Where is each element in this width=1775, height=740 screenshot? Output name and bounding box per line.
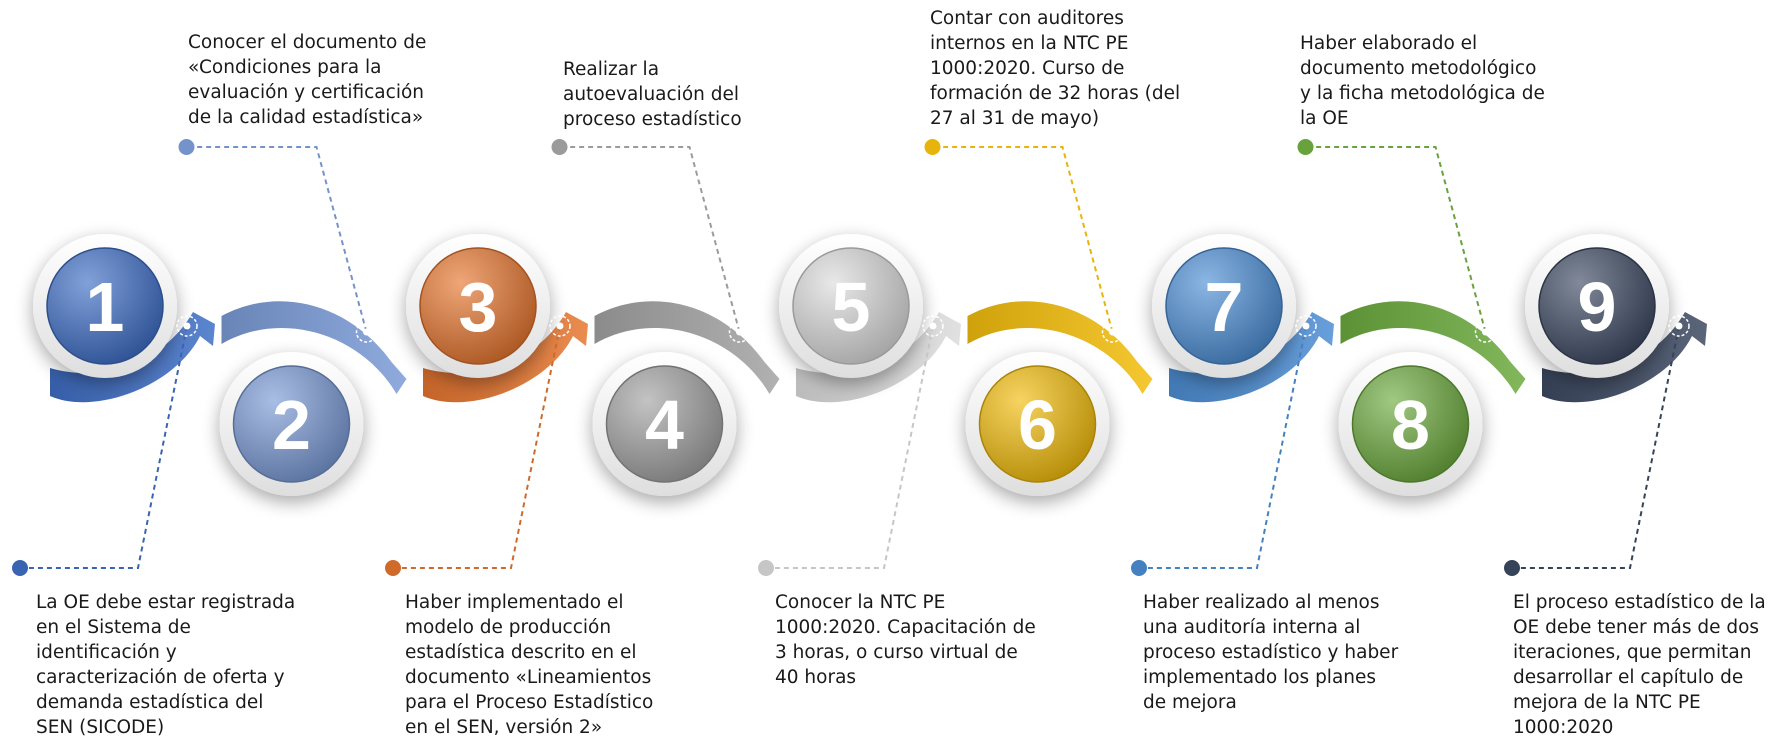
step-7-dot [1131,560,1147,576]
step-7-description: Haber realizado al menos una auditoría i… [1143,592,1399,713]
step-9-circle [1538,247,1656,365]
step-4-leader-line [559,146,741,333]
step-5-number: 5 [832,268,871,346]
step-9-number: 9 [1578,268,1617,346]
step-2-marker [355,321,378,343]
step-4-marker [728,321,751,343]
step-6-ribbon [967,301,1153,394]
step-3-circle [419,247,537,365]
step-1-number: 1 [86,268,125,346]
step-3-number: 3 [459,268,498,346]
step-1-description: La OE debe estar registrada en el Sistem… [36,592,296,738]
step-3-ribbon [423,312,588,403]
step-9-dot [1504,560,1520,576]
step-2-ribbon [221,301,407,394]
step-8-marker [1474,321,1497,343]
step-8-dot [1297,139,1314,155]
step-7-ribbon [1169,312,1334,403]
step-9-marker [1668,315,1690,337]
step-6-circle [978,365,1097,483]
step-6-marker [1101,321,1124,343]
step-2-circle [232,365,351,483]
step-5-marker [922,315,944,337]
step-3-marker [549,315,571,337]
step-9-ribbon [1542,312,1707,403]
step-1-dot [12,560,28,576]
step-2-number: 2 [272,386,311,464]
step-6-number: 6 [1018,386,1057,464]
step-5-leader-line [766,325,934,569]
step-5-ribbon [796,312,961,403]
step-6-leader-line [932,146,1114,333]
step-9-description: El proceso estadístico de la OE debe ten… [1513,592,1766,738]
step-3-leader-line [393,325,561,569]
step-8-number: 8 [1391,386,1430,464]
step-8-description: Haber elaborado el documento metodológic… [1300,33,1545,129]
step-4-dot [551,139,568,155]
step-5-circle [792,247,910,365]
step-7-number: 7 [1205,268,1244,346]
step-7-leader-line [1139,325,1307,569]
step-4-ribbon [594,301,780,394]
step-1-circle [46,247,164,365]
step-3-description: Haber implementado el modelo de producci… [405,592,654,738]
step-1-leader-line [20,325,188,569]
step-4-number: 4 [645,386,684,464]
step-6-description: Contar con auditores internos en la NTC … [930,8,1181,129]
step-8-leader-line [1305,146,1487,333]
step-1-ribbon [50,312,215,403]
step-7-marker [1295,315,1317,337]
step-5-description: Conocer la NTC PE 1000:2020. Capacitació… [775,592,1036,688]
step-3-dot [385,560,401,576]
step-2-leader-line [186,146,368,333]
step-4-description: Realizar la autoevaluación del proceso e… [563,59,742,130]
step-2-description: Conocer el documento de «Condiciones par… [188,32,427,128]
step-9-leader-line [1512,325,1680,569]
step-7-circle [1165,247,1283,365]
step-8-circle [1351,365,1470,483]
step-1-marker [176,315,198,337]
step-2-dot [178,139,195,155]
step-4-circle [605,365,724,483]
step-8-ribbon [1340,301,1526,394]
step-6-dot [924,139,941,155]
step-5-dot [758,560,774,576]
